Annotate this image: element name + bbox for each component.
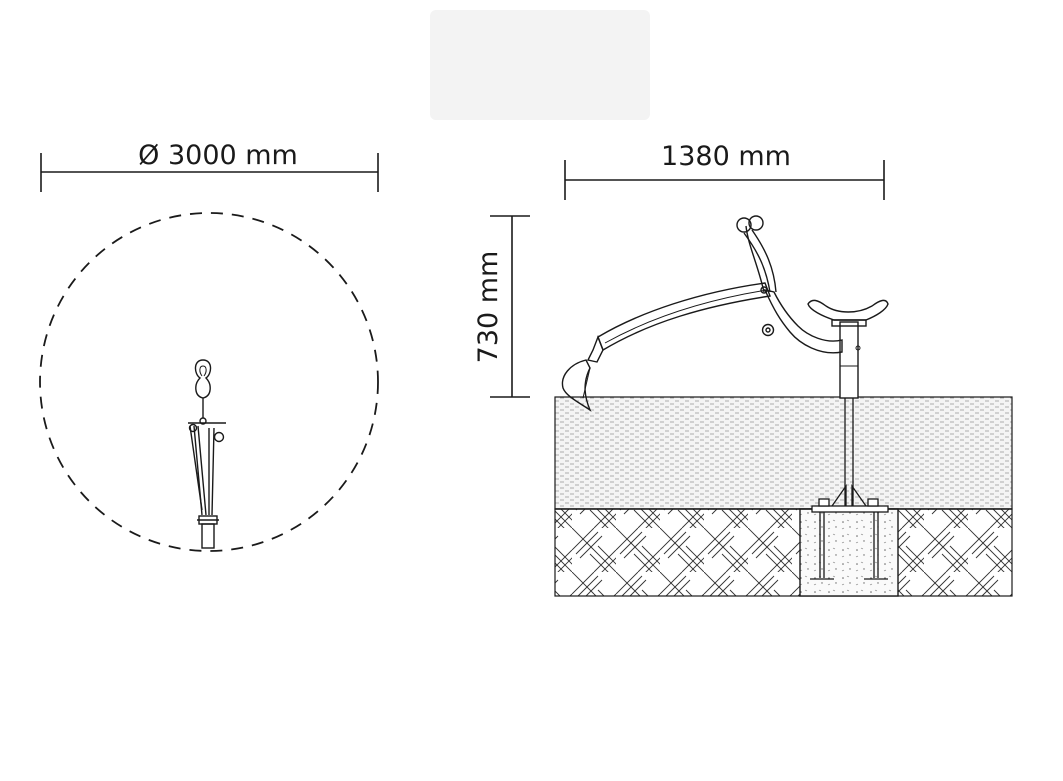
concrete-foundation (799, 508, 899, 597)
equipment-top-view (188, 359, 226, 549)
width-dimension: 1380 mm (564, 141, 885, 200)
lever-arm (561, 215, 843, 412)
width-label: 1380 mm (661, 141, 791, 172)
top-view: Ø 3000 mm (39, 140, 379, 552)
height-dimension: 730 mm (473, 215, 530, 398)
side-view: 1380 mm 730 mm (473, 141, 1013, 597)
surfacing-layer (554, 396, 1013, 510)
seat (807, 299, 889, 327)
diameter-dimension: Ø 3000 mm (40, 140, 379, 192)
diameter-label: Ø 3000 mm (138, 140, 298, 171)
safety-zone-circle (39, 212, 379, 552)
soil-layer (554, 508, 1013, 597)
post (839, 321, 859, 399)
height-label: 730 mm (473, 251, 504, 364)
watermark-logo (430, 10, 650, 120)
post-anchor (810, 397, 889, 580)
